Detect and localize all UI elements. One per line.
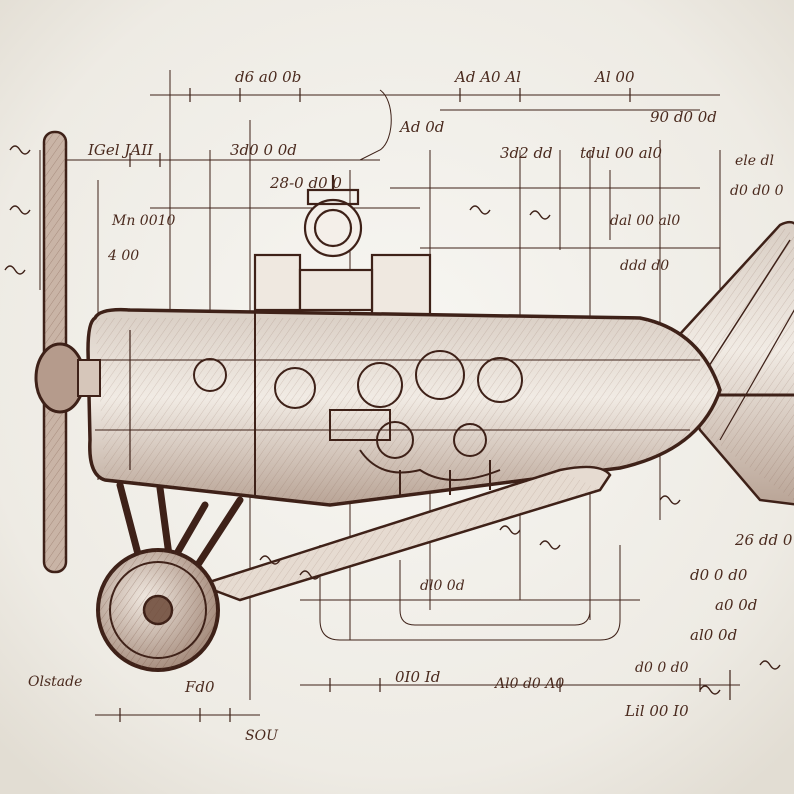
annotation-upper-right-2: ddd d0 (620, 258, 669, 274)
annotation-top-3: Al 00 (593, 68, 635, 86)
handwritten-annotations: d6 a0 0b Ad A0 Al Al 00 90 d0 0d Ad 0d I… (28, 68, 793, 744)
annotation-bottom-4: Al0 d0 A0 (493, 676, 564, 692)
annotation-bottom-right-3: dl0 0d (420, 578, 465, 594)
annotation-top-2: Ad A0 Al (453, 68, 521, 86)
annotation-top-4: 90 d0 0d (650, 108, 717, 126)
annotation-upper-right-4: d0 d0 0 (730, 183, 784, 199)
annotation-upper-left-3: Mn 0010 (111, 213, 176, 229)
fuselage (86, 307, 722, 507)
propeller (34, 130, 101, 574)
annotation-bottom-right-1: Lil 00 I0 (624, 702, 689, 720)
annotation-right-1: 26 dd 0 (734, 531, 793, 549)
annotation-top-1: d6 a0 0b (235, 68, 301, 86)
annotation-upper-left-1: IGel JAII (87, 141, 154, 159)
scribble-marks (4, 145, 781, 695)
annotation-top-5: Ad 0d (398, 118, 444, 136)
internal-mechanism (193, 350, 523, 495)
annotation-right-4: al0 0d (690, 626, 737, 644)
wing (196, 465, 612, 602)
annotation-bottom-2: 0I0 Id (395, 668, 440, 686)
annotation-right-2: d0 0 d0 (690, 566, 748, 584)
cockpit-structure (253, 175, 432, 319)
annotation-right-3: a0 0d (715, 596, 757, 614)
annotation-upper-middle-2: 3d2 dd (500, 144, 553, 162)
annotation-upper-right-1: dal 00 al0 (610, 213, 680, 229)
annotation-bottom-right-2: d0 0 d0 (635, 660, 689, 676)
annotation-bottom-left: Olstade (28, 674, 82, 690)
dimension-ticks (119, 88, 731, 722)
annotation-upper-middle-1: 28-0 d0 0 (269, 174, 342, 192)
annotation-upper-right-3: ele dl (735, 153, 774, 169)
annotation-upper-left-4: 4 00 (107, 248, 139, 264)
annotation-upper-middle-3: tdul 00 al0 (580, 144, 662, 162)
annotation-bottom-3: SOU (245, 728, 279, 744)
annotation-upper-left-2: 3d0 0 0d (230, 141, 297, 159)
landing-gear (96, 481, 244, 672)
annotation-bottom-1: Fd0 (184, 678, 215, 696)
